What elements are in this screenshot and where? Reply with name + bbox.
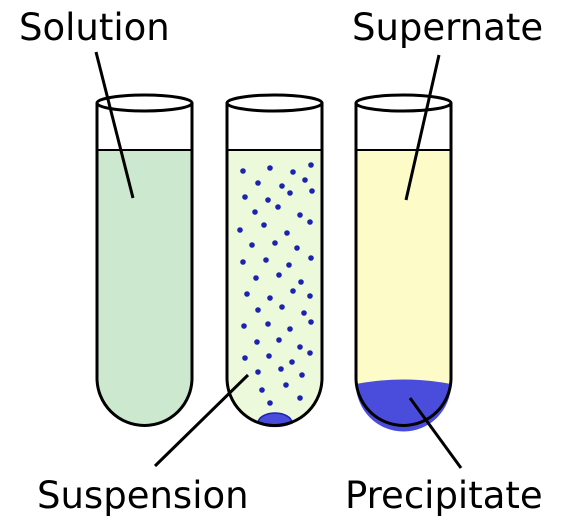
suspension-leader-line (153, 373, 250, 468)
suspension-particle (244, 291, 250, 297)
suspension-particle (294, 245, 300, 251)
suspension-particle (307, 350, 313, 356)
suspension-particle (241, 323, 247, 329)
suspension-particle (298, 279, 304, 285)
suspension-tube-rim (225, 93, 324, 113)
precipitate-layer (356, 379, 451, 432)
supernate-leader-line (404, 54, 441, 201)
solution-label: Solution (19, 6, 170, 49)
suspension-particle (242, 194, 248, 200)
centrifuged-tube (354, 93, 453, 432)
suspension-particle (266, 353, 272, 359)
solution-liquid (97, 150, 192, 426)
suspension-particle (287, 190, 293, 196)
suspension-particle (308, 255, 314, 261)
solution-tube-rim (95, 93, 194, 113)
suspension-particle (307, 219, 313, 225)
suspension-particle (249, 242, 255, 248)
centrifuged-tube-rim (354, 93, 453, 113)
suspension-particle (276, 272, 282, 278)
suspension-particle (290, 169, 296, 175)
suspension-particle (252, 209, 258, 215)
suspension-particle (279, 183, 285, 189)
suspension-label: Suspension (37, 474, 249, 517)
suspension-particle (297, 395, 303, 401)
suspension-particle (259, 387, 265, 393)
suspension-particle (302, 177, 308, 183)
suspension-particle (290, 288, 296, 294)
suspension-particle (283, 382, 289, 388)
suspension-particle (297, 344, 303, 350)
suspension-particle (309, 188, 315, 194)
solution-leader-line (94, 51, 135, 199)
supernate-liquid (356, 150, 451, 426)
suspension-particle (301, 310, 307, 316)
precipitate-leader-line (408, 397, 463, 469)
suspension-particle (242, 355, 248, 361)
suspension-particle (278, 366, 284, 372)
suspension-particle (255, 369, 261, 375)
suspension-particle (261, 222, 267, 228)
suspension-particle (255, 307, 261, 313)
suspension-particle (240, 168, 246, 174)
suspension-particle (265, 321, 271, 327)
suspension-particle (276, 337, 282, 343)
suspension-particle (287, 326, 293, 332)
suspension-particle (237, 227, 243, 233)
solution-tube-wall (95, 103, 194, 427)
solution-tube (95, 93, 194, 427)
suspension-particle (284, 230, 290, 236)
suspension-particle (299, 372, 305, 378)
suspension-tube (225, 93, 324, 428)
suspension-particle (240, 259, 246, 265)
suspension-tube-wall (225, 103, 324, 427)
suspension-particle (286, 262, 292, 268)
suspension-particle (253, 275, 259, 281)
suspension-particle (275, 204, 281, 210)
suspension-particle (267, 165, 273, 171)
suspension-particle (279, 304, 285, 310)
suspension-particle (267, 295, 273, 301)
suspension-particle (297, 212, 303, 218)
suspension-particle (265, 197, 271, 203)
suspension-particle (267, 400, 273, 406)
suspension-particle (263, 257, 269, 263)
suspension-particle (308, 319, 314, 325)
centrifuged-tube-wall (354, 103, 453, 427)
suspension-particle (255, 180, 261, 186)
suspension-particle (308, 162, 314, 168)
suspension-particle (254, 339, 260, 345)
suspension-particle (272, 240, 278, 246)
precipitate-label: Precipitate (345, 474, 543, 517)
suspension-particles (237, 162, 315, 406)
suspension-liquid (227, 150, 322, 426)
suspension-particle (307, 293, 313, 299)
supernate-label: Supernate (352, 6, 543, 49)
suspension-particle (289, 359, 295, 365)
